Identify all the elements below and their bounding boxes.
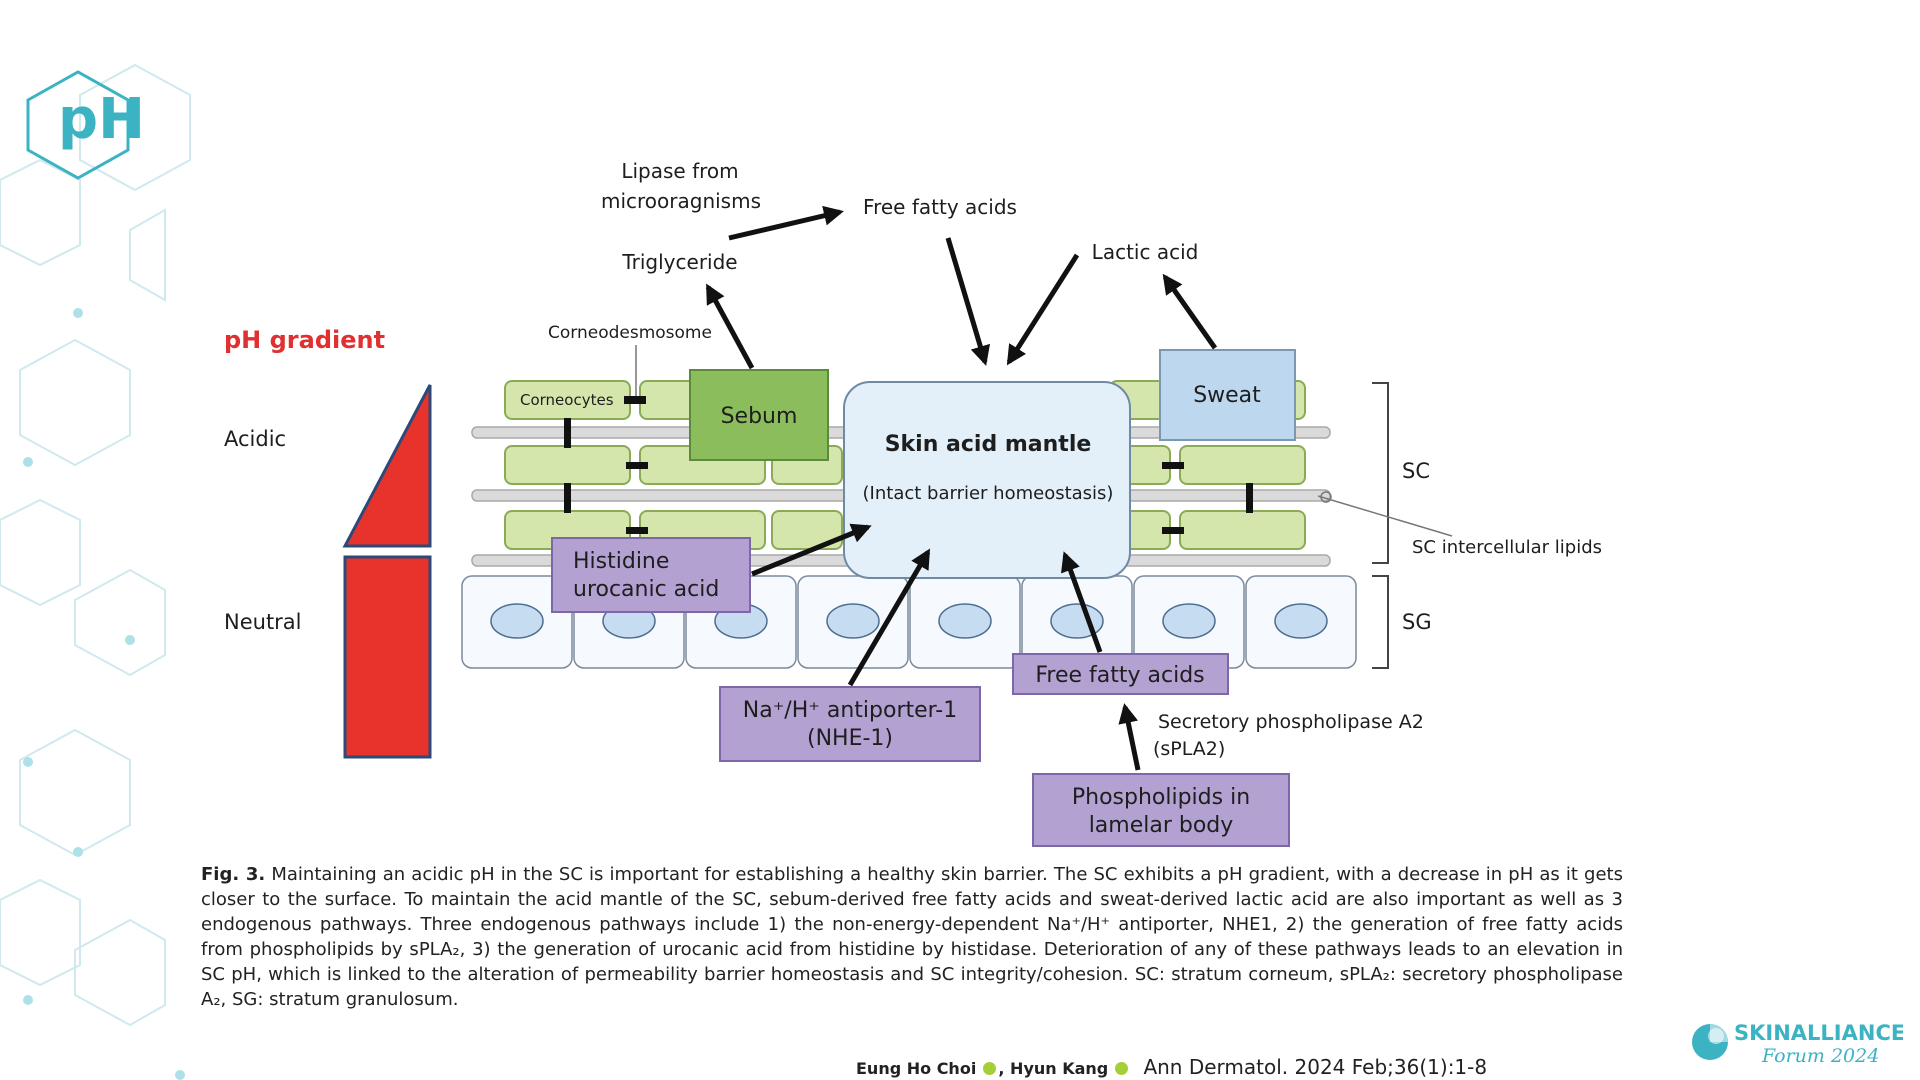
lamelar-body-label: lamelar body [1089, 813, 1234, 838]
sebum-box [689, 369, 829, 461]
corneocytes-label: Corneocytes [520, 391, 614, 409]
layer-brackets [1372, 382, 1389, 669]
urocanic-acid-label: urocanic acid [573, 577, 719, 602]
nhe1-label: Na⁺/H⁺ antiporter-1 [743, 698, 957, 723]
skinalliance-logo-icon [1692, 1024, 1728, 1060]
spla2-label: Secretory phospholipase A2 [1158, 711, 1424, 733]
lactic-acid-label: Lactic acid [1092, 240, 1199, 264]
phospholipids-label: Phospholipids in [1072, 785, 1250, 810]
sebum-label: Sebum [721, 404, 798, 429]
histidine-label: Histidine [573, 549, 669, 574]
hexagon-dots [23, 308, 185, 1080]
microorganisms-label: microoragnisms [601, 189, 761, 213]
acidic-label: Acidic [224, 427, 286, 451]
neutral-label: Neutral [224, 610, 302, 634]
sc-lipids-pointer [1317, 495, 1453, 537]
skin-acid-mantle-box [843, 381, 1131, 579]
orcid-icon [1115, 1062, 1129, 1075]
figure-caption: Fig. 3. Maintaining an acidic pH in the … [201, 862, 1623, 1012]
pathway-arrows [705, 205, 1218, 771]
triglyceride-label: Triglyceride [621, 250, 737, 274]
phospholipids-box [1032, 773, 1290, 847]
sweat-box [1159, 349, 1296, 441]
sc-lipids-pointer-dot [1320, 491, 1332, 503]
histidine-box [551, 537, 751, 613]
author-1: Eung Ho Choi [856, 1059, 977, 1078]
acidic-triangle [342, 384, 432, 548]
brand-name: SKINALLIANCE [1734, 1021, 1903, 1045]
hexagon-background [0, 63, 191, 1027]
lipase-label: Lipase from [621, 159, 738, 183]
sc-label: SC [1402, 459, 1430, 483]
brand-event: Forum 2024 [1761, 1045, 1879, 1066]
ph-logo: pH [26, 70, 145, 180]
corneodesmosome-marks [564, 396, 1253, 534]
free-fatty-acids-box [1012, 653, 1229, 695]
figure-caption-label: Fig. 3. [201, 864, 266, 885]
mantle-subtitle: (Intact barrier homeostasis) [863, 483, 1114, 504]
spla2-abbrev: (sPLA2) [1153, 738, 1225, 760]
ph-gradient-title: pH gradient [224, 326, 385, 354]
citation: Eung Ho Choi , Hyun Kang Ann Dermatol. 2… [856, 1055, 1488, 1079]
free-fatty-acids-box-label: Free fatty acids [1035, 663, 1204, 688]
ph-logo-text: pH [58, 87, 145, 152]
mantle-title: Skin acid mantle [885, 432, 1092, 457]
sc-intercellular-lipids-label: SC intercellular lipids [1412, 537, 1602, 558]
corneodesmosome-label: Corneodesmosome [548, 323, 712, 343]
sg-label: SG [1402, 610, 1432, 634]
nhe1-box [719, 686, 981, 762]
nhe1-abbrev: (NHE-1) [807, 726, 893, 751]
journal-citation: Ann Dermatol. 2024 Feb;36(1):1-8 [1143, 1055, 1488, 1079]
neutral-bar [343, 555, 432, 759]
figure-caption-text: Maintaining an acidic pH in the SC is im… [201, 864, 1623, 1010]
orcid-icon [983, 1062, 997, 1075]
sweat-label: Sweat [1193, 383, 1261, 408]
skinalliance-logo: SKINALLIANCE Forum 2024 [1692, 1021, 1903, 1066]
author-2: Hyun Kang [1010, 1059, 1109, 1078]
free-fatty-acids-top-label: Free fatty acids [863, 195, 1017, 219]
